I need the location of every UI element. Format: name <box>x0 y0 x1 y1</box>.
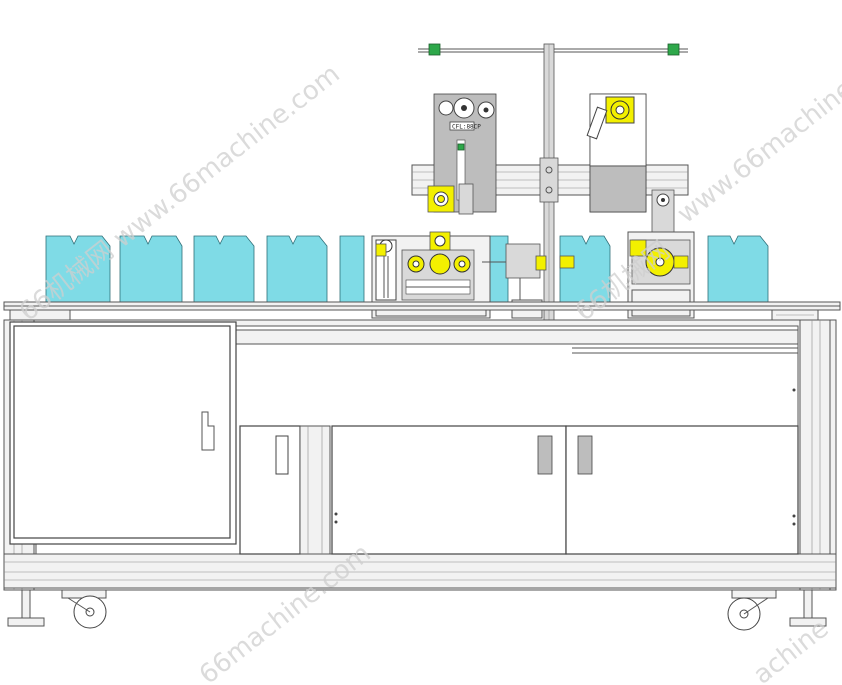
machine-feet <box>7 589 827 627</box>
wire-controller-right <box>586 93 647 213</box>
stock-tray <box>707 235 769 303</box>
stock-tray <box>266 235 328 303</box>
green-lamp-right <box>667 43 680 56</box>
door-handle <box>275 435 289 475</box>
wire-controller-left: CFL:88CP <box>427 93 497 215</box>
controller-plate-label: CFL:88CP <box>452 124 481 131</box>
cabinet-doors <box>239 388 799 555</box>
door-handle <box>577 435 593 475</box>
door-handle <box>537 435 553 475</box>
control-panel-door <box>9 321 237 545</box>
stock-tray <box>487 235 509 303</box>
stock-tray-row <box>45 235 769 303</box>
table-top <box>3 301 841 321</box>
stock-tray <box>339 235 365 303</box>
casters <box>61 589 777 631</box>
watermark-text: www.66machine <box>672 74 842 230</box>
green-lamp-left <box>428 43 441 56</box>
stock-tray <box>193 235 255 303</box>
